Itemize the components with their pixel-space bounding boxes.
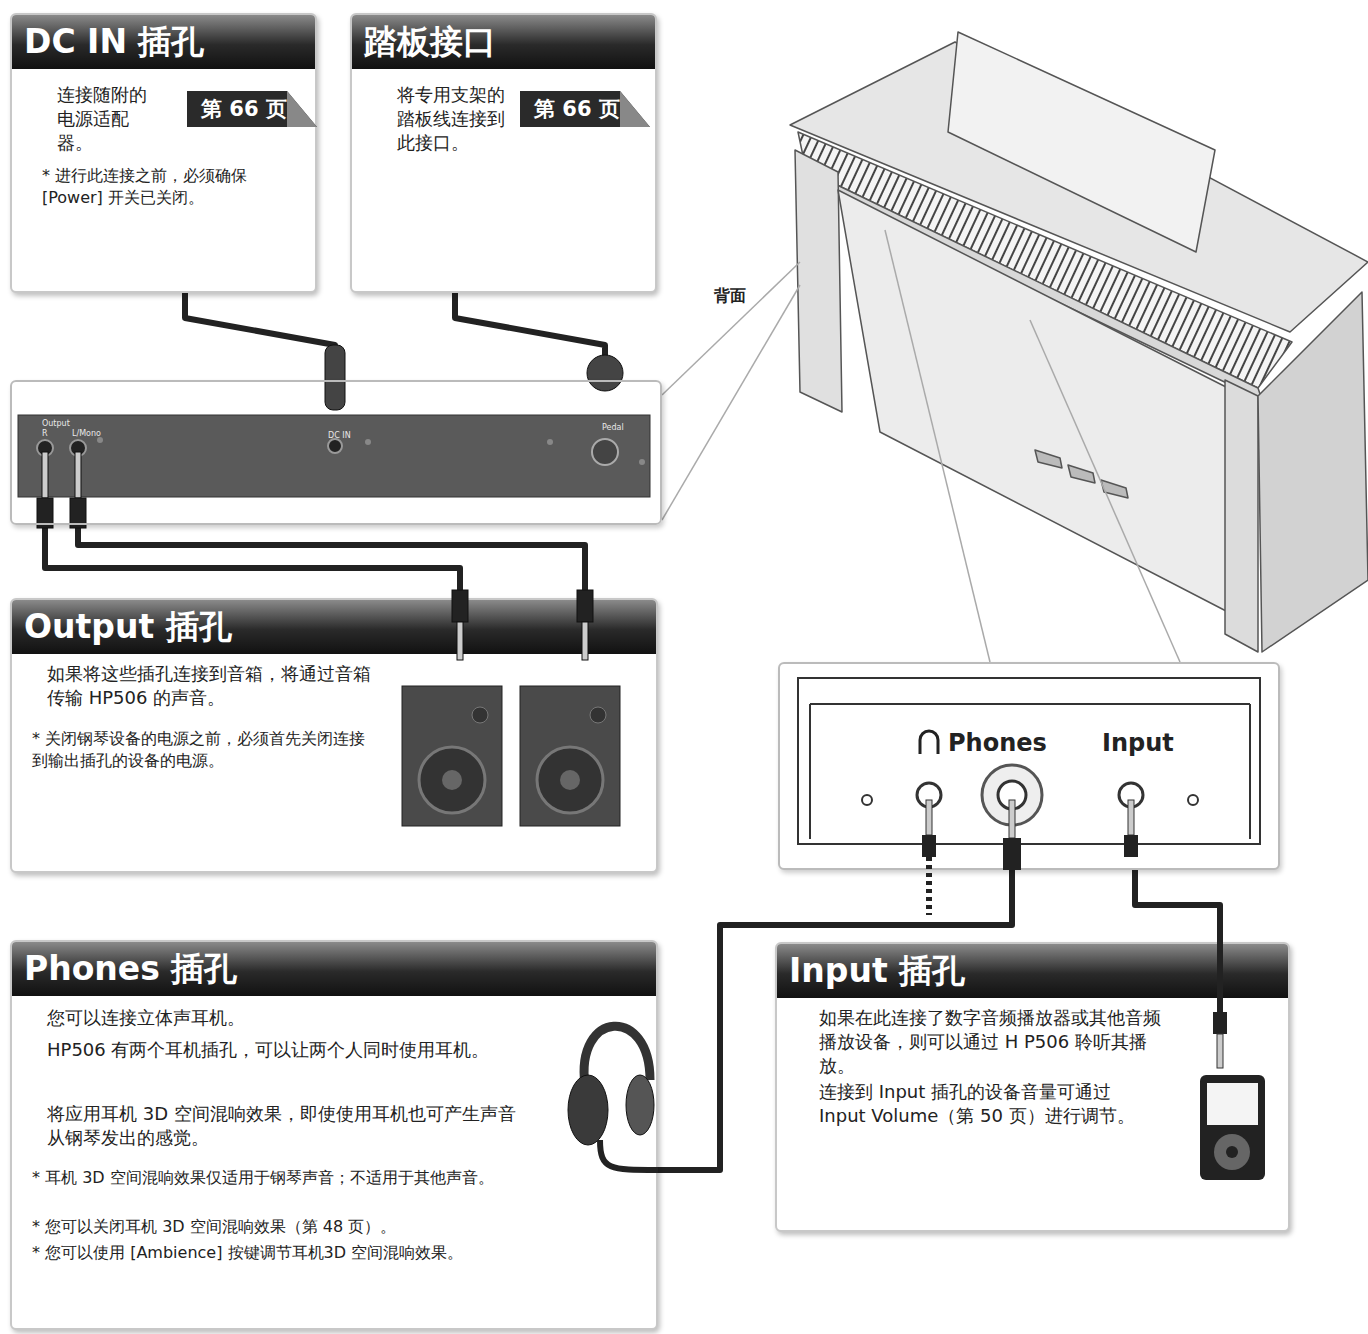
rear-panel-plate [18,415,650,497]
callout-box: Phones 插孔您可以连接立体声耳机。 HP506 有两个耳机插孔，可以让两个人… [10,940,658,1330]
note-text: * 关闭钢琴设备的电源之前，必须首先关闭连接到输出插孔的设备的电源。 [32,728,367,772]
jack-label: Input [1102,728,1174,758]
rear-panel-inset: OutputR L/Mono DC IN Pedal [10,380,662,525]
jack-label: Pedal [602,423,624,432]
front-panel-inset: Phones Input [778,662,1280,870]
page-ref: 第 66 页 [534,95,620,123]
front-panel-jacks [862,765,1198,915]
page-tag: 第 66 页 [187,87,317,133]
page-tag: 第 66 页 [520,87,650,133]
note-text: * 耳机 3D 空间混响效果仅适用于钢琴声音；不适用于其他声音。 [32,1167,512,1189]
body-text: 您可以连接立体声耳机。 [47,1006,507,1030]
note-text: * 您可以使用 [Ambience] 按键调节耳机3D 空间混响效果。 [32,1242,512,1264]
callout-box: 踏板接口将专用支架的踏板线连接到此接口。第 66 页 [350,13,657,293]
cable [1135,870,1220,942]
page-ref: 第 66 页 [201,95,287,123]
piano [790,32,1368,652]
view-label: 背面 [712,286,748,307]
panel-outline [780,664,1282,872]
plugs [37,345,623,660]
heading: Input 插孔 [789,951,965,991]
body-text: 如果在此连接了数字音频播放器或其他音频播放设备，则可以通过 H P506 聆听其… [819,1006,1169,1078]
body-text: 如果将这些插孔连接到音箱，将通过音箱传输 HP506 的声音。 [47,662,372,710]
heading: Phones 插孔 [24,949,237,989]
speakers [402,686,620,826]
body-text: 将专用支架的踏板线连接到此接口。 [397,83,512,155]
jack-label: DC IN [328,431,351,440]
jack-label: Phones [948,728,1047,758]
cable [185,293,335,380]
note-text: * 进行此连接之前，必须确保[Power] 开关已关闭。 [42,165,302,209]
heading: Output 插孔 [24,607,232,647]
body-text: 连接到 Input 插孔的设备音量可通过 Input Volume（第 50 页… [819,1080,1139,1128]
body-text: 将应用耳机 3D 空间混响效果，即使使用耳机也可产生声音从钢琴发出的感觉。 [47,1102,517,1150]
callout-box: Output 插孔如果将这些插孔连接到音箱，将通过音箱传输 HP506 的声音。… [10,598,658,873]
cable [78,525,585,598]
body-text: HP506 有两个耳机插孔，可以让两个人同时使用耳机。 [47,1038,517,1062]
callout-box: Input 插孔如果在此连接了数字音频播放器或其他音频播放设备，则可以通过 H … [775,942,1290,1232]
cable [455,293,605,380]
note-text: * 您可以关闭耳机 3D 空间混响效果（第 48 页）。 [32,1216,512,1238]
leader-lines [662,230,1180,662]
heading: 踏板接口 [364,22,496,62]
callout-box: DC IN 插孔连接随附的电源适配器。 * 进行此连接之前，必须确保[Power]… [10,13,317,293]
cable [45,525,460,598]
jack-label: R [42,429,48,438]
heading: DC IN 插孔 [24,22,205,62]
jack-label: L/Mono [72,429,101,438]
body-text: 连接随附的电源适配器。 [57,83,157,155]
headphones [568,1026,658,1170]
jack-label: Output [42,419,70,428]
audio-player [1200,942,1265,1180]
